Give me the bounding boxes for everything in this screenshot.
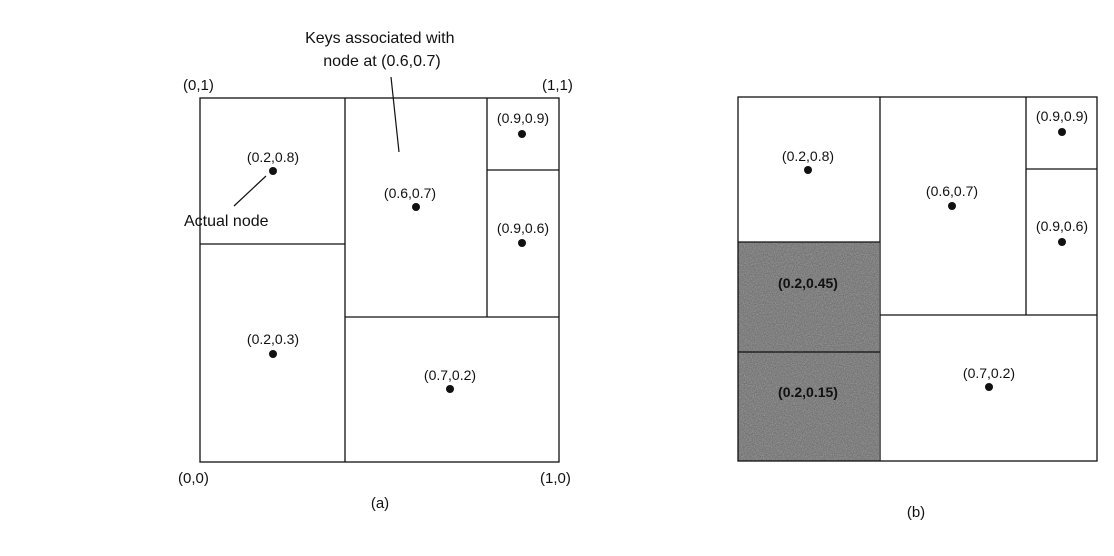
node-label: (0.9,0.6) — [1036, 218, 1088, 234]
outer-square-b — [737, 96, 1098, 462]
node-dot — [804, 166, 812, 174]
node-dot — [269, 167, 277, 175]
node-dot — [948, 202, 956, 210]
node-dot — [518, 239, 526, 247]
node-0-2-0-8-b: (0.2,0.8) — [782, 148, 834, 174]
node-0-6-0-7-b: (0.6,0.7) — [926, 183, 978, 210]
annotation-actual-node: Actual node — [184, 213, 269, 230]
node-label: (0.2,0.3) — [247, 331, 299, 347]
node-label: (0.2,0.8) — [247, 149, 299, 165]
shaded-region-label-upper: (0.2,0.45) — [778, 275, 838, 291]
node-0-9-0-9-b: (0.9,0.9) — [1036, 108, 1088, 136]
node-dot — [446, 385, 454, 393]
node-label: (0.7,0.2) — [963, 365, 1015, 381]
outer-square-a — [199, 97, 560, 463]
figure-b: (0.2,0.8) (0.6,0.7) (0.9,0.9) (0.9,0.6) … — [737, 96, 1098, 521]
shaded-region-0-2-0-15 — [738, 352, 879, 461]
node-0-7-0-2-b: (0.7,0.2) — [963, 365, 1015, 391]
node-dot — [1058, 238, 1066, 246]
node-label: (0.9,0.9) — [1036, 108, 1088, 124]
annotation-actual-node-leader-line — [233, 175, 267, 207]
node-label: (0.9,0.6) — [497, 220, 549, 236]
shaded-texture — [738, 242, 879, 352]
corner-label-bottom-left: (0,0) — [178, 470, 209, 487]
node-0-7-0-2-a: (0.7,0.2) — [424, 367, 476, 393]
node-dot — [1058, 128, 1066, 136]
node-dot — [269, 350, 277, 358]
node-dot — [412, 203, 420, 211]
annotation-keys-leader-line — [390, 76, 400, 153]
node-0-6-0-7-a: (0.6,0.7) — [384, 185, 436, 211]
node-0-9-0-9-a: (0.9,0.9) — [497, 110, 549, 138]
shaded-region-0-2-0-45 — [738, 242, 879, 352]
node-label: (0.9,0.9) — [497, 110, 549, 126]
annotation-keys: Keys associated with node at (0.6,0.7) — [305, 30, 459, 70]
node-dot — [518, 130, 526, 138]
caption-a: (a) — [371, 495, 389, 512]
node-label: (0.7,0.2) — [424, 367, 476, 383]
corner-label-top-left: (0,1) — [183, 77, 214, 94]
node-0-2-0-3-a: (0.2,0.3) — [247, 331, 299, 358]
annotation-keys-line-1: Keys associated with — [305, 30, 454, 47]
node-label: (0.6,0.7) — [926, 183, 978, 199]
node-dot — [985, 383, 993, 391]
corner-label-bottom-right: (1,0) — [540, 470, 571, 487]
shaded-texture — [738, 352, 879, 461]
node-0-2-0-8-a: (0.2,0.8) — [247, 149, 299, 175]
corner-label-top-right: (1,1) — [542, 77, 573, 94]
node-0-9-0-6-b: (0.9,0.6) — [1036, 218, 1088, 246]
caption-b: (b) — [907, 504, 925, 521]
annotation-keys-line-2: node at (0.6,0.7) — [323, 53, 440, 70]
node-label: (0.2,0.8) — [782, 148, 834, 164]
figure-a: (0,1) (1,1) (0,0) (1,0) Keys associated … — [178, 30, 573, 512]
shaded-region-label-lower: (0.2,0.15) — [778, 384, 838, 400]
node-0-9-0-6-a: (0.9,0.6) — [497, 220, 549, 247]
node-label: (0.6,0.7) — [384, 185, 436, 201]
